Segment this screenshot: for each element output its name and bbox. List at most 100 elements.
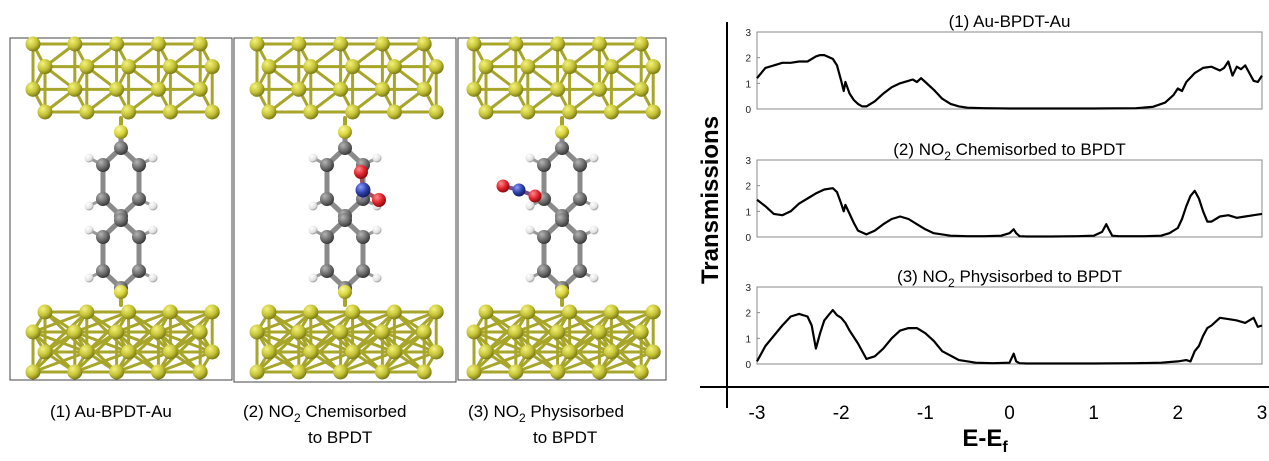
hydrogen-atom xyxy=(148,273,158,283)
gold-atom xyxy=(428,304,444,320)
bond xyxy=(297,330,355,354)
hydrogen-atom xyxy=(525,201,535,211)
panel-title: (3) NO2 Physisorbed to BPDT xyxy=(897,267,1122,290)
gold-atom xyxy=(79,344,95,360)
gold-atom xyxy=(79,104,95,120)
hydrogen-atom xyxy=(525,273,535,283)
x-tick-label: -1 xyxy=(917,403,934,424)
gold-atom xyxy=(374,364,390,380)
molecule-structures xyxy=(9,36,667,383)
gold-atom xyxy=(562,59,578,75)
gold-atom xyxy=(520,344,536,360)
gold-atom xyxy=(633,81,649,97)
panel-title: (1) Au-BPDT-Au xyxy=(949,12,1071,31)
carbon-atom xyxy=(555,213,569,227)
gold-atom xyxy=(249,324,265,340)
carbon-atom xyxy=(96,230,110,244)
gold-atom xyxy=(37,59,53,75)
gold-atom xyxy=(303,344,319,360)
gold-atom xyxy=(109,364,125,380)
hydrogen-atom xyxy=(84,225,94,235)
hydrogen-atom xyxy=(84,201,94,211)
gold-atom xyxy=(204,59,220,75)
molecule-label-3-line2: to BPDT xyxy=(533,428,597,447)
gold-atom xyxy=(333,36,349,52)
y-tick-label: 0 xyxy=(745,233,751,244)
hydrogen-atom xyxy=(84,153,94,163)
hydrogen-atom xyxy=(148,201,158,211)
molecule-au-bpdt-au xyxy=(25,36,220,380)
gold-atom xyxy=(67,81,83,97)
sulfur-atom xyxy=(114,285,128,299)
carbon-atom xyxy=(356,264,370,278)
x-tick-label: -3 xyxy=(749,403,766,424)
gold-atom xyxy=(645,59,661,75)
gold-atom xyxy=(333,324,349,340)
hydrogen-atom xyxy=(372,273,382,283)
bond xyxy=(156,330,214,354)
hydrogen-atom xyxy=(372,225,382,235)
hydrogen-atom xyxy=(372,153,382,163)
gold-atom xyxy=(478,344,494,360)
y-tick-label: 3 xyxy=(745,283,751,294)
bond xyxy=(472,330,530,354)
gold-atom xyxy=(291,324,307,340)
gold-atom xyxy=(466,81,482,97)
gold-atom xyxy=(466,324,482,340)
carbon-atom xyxy=(132,192,146,206)
sulfur-atom xyxy=(338,125,352,139)
oxygen-atom xyxy=(496,179,510,193)
hydrogen-atom xyxy=(525,225,535,235)
carbon-atom xyxy=(537,230,551,244)
gold-atom xyxy=(67,324,83,340)
gold-atom xyxy=(121,304,137,320)
gold-atom xyxy=(386,344,402,360)
y-tick-label: 2 xyxy=(745,182,751,193)
gold-atom xyxy=(192,36,208,52)
carbon-atom xyxy=(320,230,334,244)
gold-atom xyxy=(261,59,277,75)
gold-atom xyxy=(374,324,390,340)
gold-atom xyxy=(591,81,607,97)
bond xyxy=(556,330,613,354)
y-tick-label: 0 xyxy=(745,360,751,371)
hydrogen-atom xyxy=(589,273,599,283)
gold-atom xyxy=(79,304,95,320)
carbon-atom xyxy=(114,213,128,227)
gold-atom xyxy=(508,81,524,97)
gold-atom xyxy=(25,324,41,340)
sulfur-atom xyxy=(114,125,128,139)
gold-atom xyxy=(303,104,319,120)
gold-atom xyxy=(204,344,220,360)
gold-atom xyxy=(550,36,566,52)
bond xyxy=(339,330,396,354)
sulfur-atom xyxy=(555,285,569,299)
gold-atom xyxy=(121,59,137,75)
carbon-atom xyxy=(132,264,146,278)
carbon-atom xyxy=(338,141,352,155)
gold-atom xyxy=(345,59,361,75)
bond xyxy=(255,330,313,354)
gold-atom xyxy=(249,364,265,380)
y-tick-label: 3 xyxy=(745,156,751,167)
carbon-atom xyxy=(555,141,569,155)
gold-atom xyxy=(550,324,566,340)
x-tick-label: 0 xyxy=(1004,403,1015,424)
sulfur-atom xyxy=(555,125,569,139)
transmission-curve-1 xyxy=(756,54,1263,110)
gold-atom xyxy=(386,59,402,75)
gold-atom xyxy=(291,81,307,97)
gold-atom xyxy=(374,36,390,52)
carbon-atom xyxy=(320,264,334,278)
gold-atom xyxy=(645,304,661,320)
hydrogen-atom xyxy=(148,225,158,235)
oxygen-atom xyxy=(354,165,368,179)
gold-atom xyxy=(150,81,166,97)
y-tick-label: 1 xyxy=(745,79,751,90)
nitrogen-atom xyxy=(512,183,526,197)
x-tick-label: 2 xyxy=(1173,403,1184,424)
oxygen-atom xyxy=(372,193,386,207)
